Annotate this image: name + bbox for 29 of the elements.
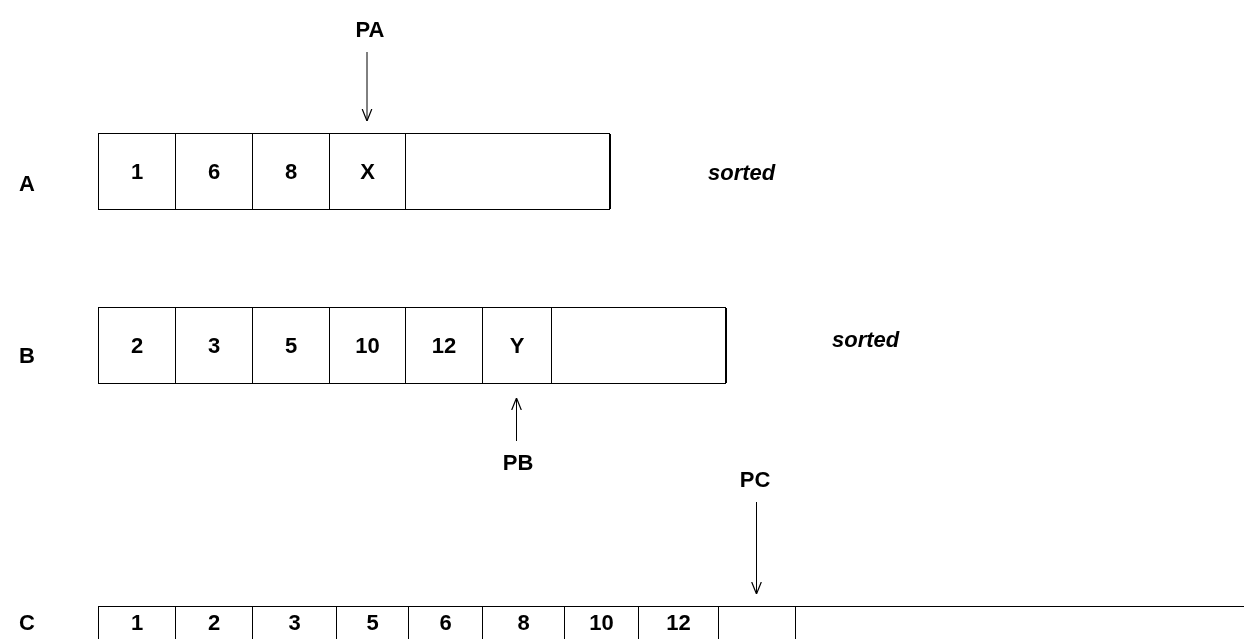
cell-value: 6 [439,610,452,636]
cell-value: 1 [130,158,144,185]
cell-value: 5 [366,610,379,636]
cell-value: 3 [288,610,301,636]
cell-value: 2 [130,332,144,359]
cell-value: 10 [589,610,614,636]
cell-value: 8 [284,158,298,185]
cell-value: 10 [355,332,380,359]
cell-value: X [360,158,375,185]
arrow [751,501,762,595]
cell-value: 1 [130,610,144,636]
cell-value: 12 [431,332,457,359]
pointer-label: PC [739,467,771,493]
cell-value: 5 [284,332,298,359]
cell-value: 8 [517,610,530,636]
cell-value: 12 [666,610,691,636]
pointer-label: PA [355,17,385,43]
cell-value: 3 [207,332,221,359]
cell-value: Y [509,332,525,359]
arrow [361,51,373,122]
cell-value: 2 [207,610,221,636]
array-label: A [19,171,35,197]
arrow [511,397,522,442]
array-label: B [19,343,35,369]
annotation: sorted [708,160,776,186]
cell-value: 6 [207,158,221,185]
pointer-label: PB [502,450,534,476]
array-label: C [19,610,35,636]
annotation: sorted [832,327,900,353]
